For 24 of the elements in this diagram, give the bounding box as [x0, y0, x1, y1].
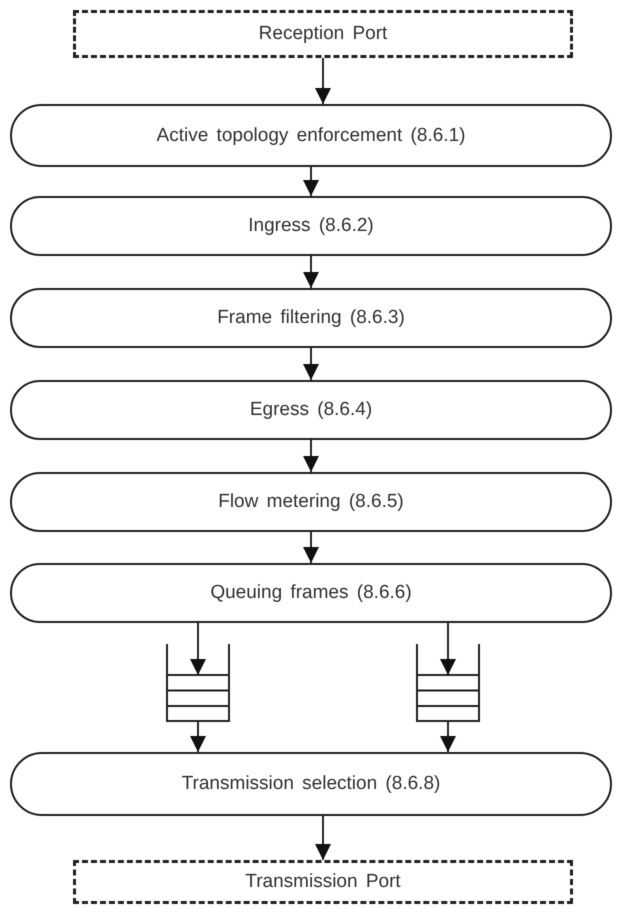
node-label: Frame filtering (8.6.3) — [217, 307, 405, 329]
port-box — [73, 860, 573, 904]
node-label: Active topology enforcement (8.6.1) — [156, 124, 466, 146]
arrow — [440, 623, 456, 675]
node-label: Ingress (8.6.2) — [248, 215, 374, 237]
arrow — [190, 623, 206, 675]
arrow — [303, 167, 319, 196]
arrow — [315, 58, 331, 104]
node-label: Queuing frames (8.6.6) — [210, 582, 412, 604]
node-label: Transmission Port — [245, 871, 401, 893]
queue-icon — [166, 644, 230, 722]
arrow — [303, 256, 319, 288]
node-label: Flow metering (8.6.5) — [218, 491, 404, 513]
node-label: Transmission selection (8.6.8) — [182, 773, 440, 795]
node-label: Egress (8.6.4) — [250, 399, 372, 421]
port-box — [73, 10, 573, 58]
queue-icon — [416, 644, 480, 722]
arrow — [190, 722, 206, 752]
arrow — [303, 440, 319, 472]
arrow — [315, 816, 331, 860]
arrow — [440, 722, 456, 752]
arrow — [303, 532, 319, 563]
arrow — [303, 348, 319, 380]
node-label: Reception Port — [258, 23, 388, 45]
